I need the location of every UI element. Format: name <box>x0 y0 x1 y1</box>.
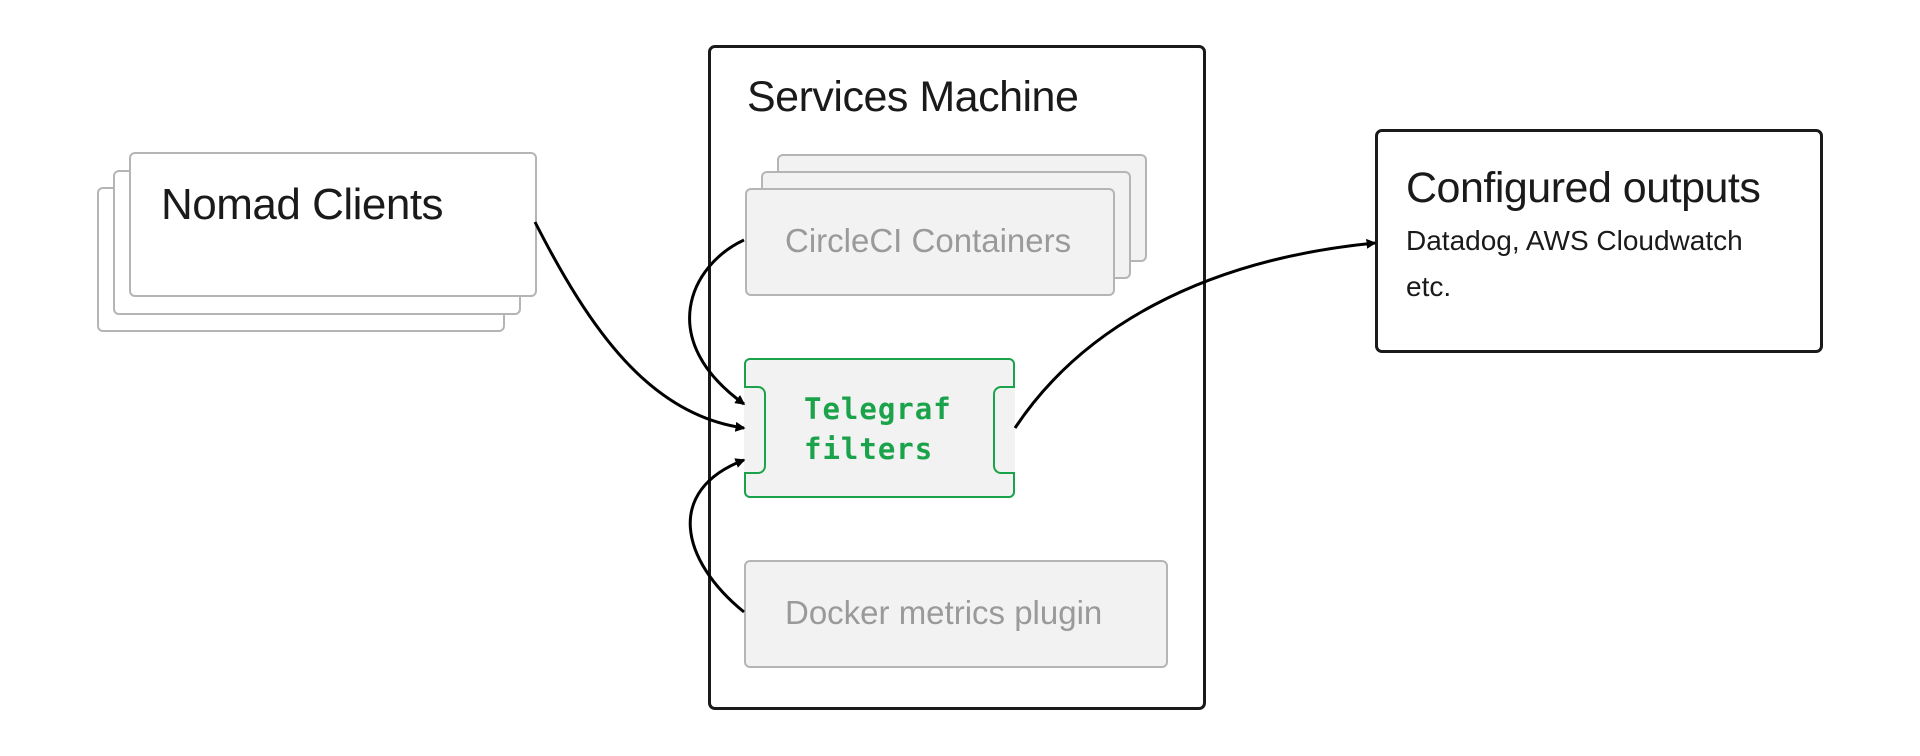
arrow-telegraf-to-outputs <box>1013 238 1377 429</box>
configured-outputs-title: Configured outputs <box>1406 164 1761 212</box>
circleci-containers-label: CircleCI Containers <box>785 222 1072 259</box>
configured-outputs-description: Datadog, AWS Cloudwatch etc. <box>1406 218 1743 310</box>
telegraf-output-port <box>993 386 1015 474</box>
nomad-clients-title: Nomad Clients <box>161 180 444 229</box>
configured-outputs-line2: etc. <box>1406 271 1452 302</box>
arrow-circleci-to-telegraf <box>688 238 746 406</box>
arrow-docker-to-telegraf <box>688 458 746 614</box>
docker-metrics-plugin-card: Docker metrics plugin <box>744 560 1168 668</box>
telegraf-input-port <box>744 386 766 474</box>
telegraf-filters-box: Telegraf filters <box>744 358 1015 498</box>
docker-metrics-plugin-label: Docker metrics plugin <box>785 594 1103 631</box>
arrow-nomad-to-telegraf <box>533 221 746 432</box>
telegraf-label: Telegraf filters <box>804 389 952 469</box>
circleci-card-front: CircleCI Containers <box>745 188 1115 296</box>
telegraf-label-line2: filters <box>804 432 934 466</box>
configured-outputs-box: Configured outputs Datadog, AWS Cloudwat… <box>1375 129 1823 353</box>
services-machine-title: Services Machine <box>747 73 1079 121</box>
telegraf-label-line1: Telegraf <box>804 392 952 426</box>
nomad-client-card-front: Nomad Clients <box>129 152 537 297</box>
configured-outputs-line1: Datadog, AWS Cloudwatch <box>1406 225 1743 256</box>
